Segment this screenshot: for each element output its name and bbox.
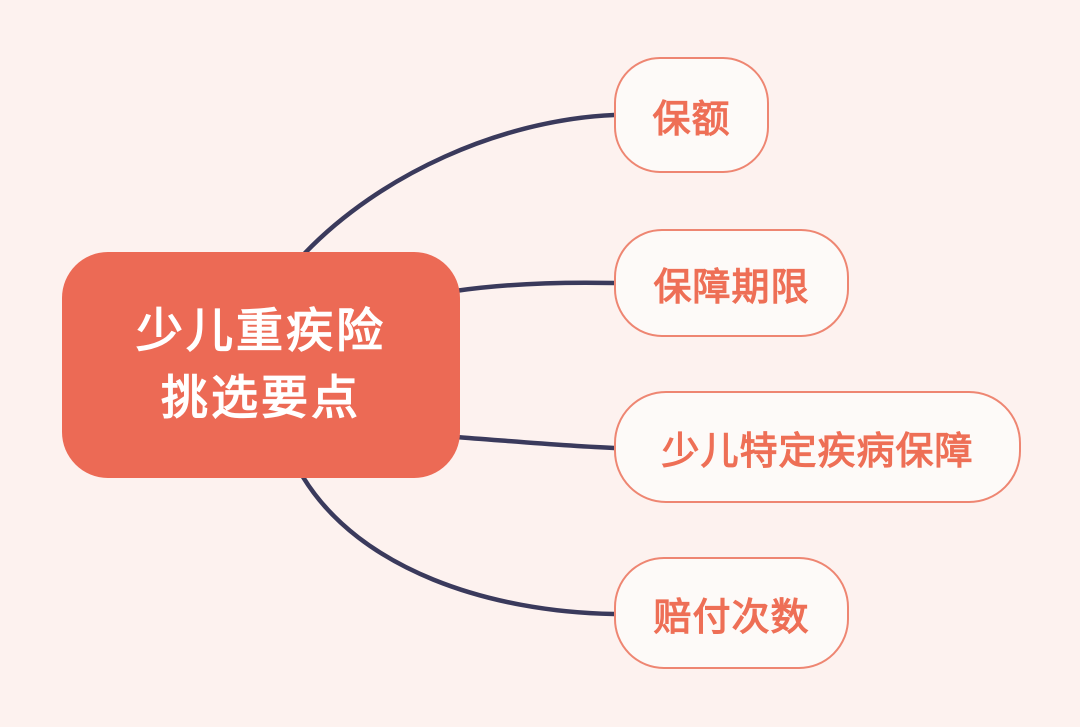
branch-node-child-specific-disease[interactable]: 少儿特定疾病保障: [614, 391, 1021, 503]
branch-node-coverage-amount[interactable]: 保额: [614, 57, 769, 173]
branch-node-label: 保额: [652, 98, 731, 141]
branch-node-claim-count[interactable]: 赔付次数: [614, 557, 849, 669]
connector-to-branch-0: [302, 112, 617, 256]
root-node[interactable]: 少儿重疾险 挑选要点: [62, 252, 460, 478]
connector-to-branch-2: [452, 434, 617, 451]
root-node-label-line-1: 少儿重疾险: [136, 304, 386, 358]
branch-node-label: 赔付次数: [653, 596, 810, 639]
branch-node-coverage-period[interactable]: 保障期限: [614, 229, 849, 337]
branch-node-label: 少儿特定疾病保障: [661, 430, 974, 473]
branch-node-label: 保障期限: [653, 266, 810, 309]
connector-to-branch-3: [300, 474, 617, 617]
root-node-label-line-2: 挑选要点: [161, 371, 361, 424]
connector-to-branch-1: [452, 280, 617, 294]
